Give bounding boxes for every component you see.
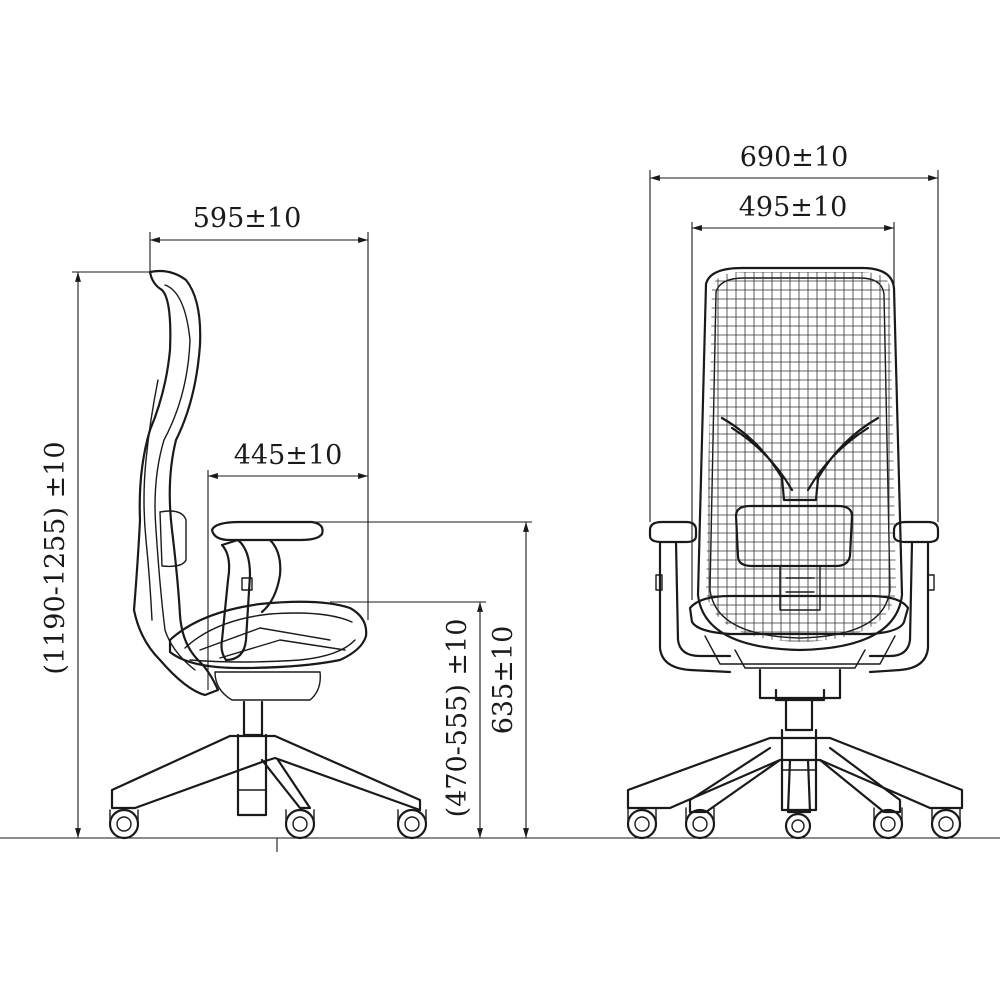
dim-side-total-height: (1190-1255) ±10 [40,441,71,674]
side-armrest-post [220,538,282,662]
front-mechanism [758,668,842,702]
side-backrest-frame [132,269,220,697]
side-armrest-pad [210,520,324,542]
side-seat-frame [184,612,356,663]
front-backrest-inner [709,277,891,639]
side-gas-cylinder [236,700,268,817]
front-armrest-left [648,520,732,674]
front-dimensions: 690±10 495±10 [649,142,939,600]
front-view-chair [626,266,964,840]
front-armrest-right [868,520,940,674]
side-back-mesh-line [143,379,159,621]
side-casters [108,808,428,840]
front-armrest-right-detail [927,574,935,591]
side-seat-cross [199,627,346,659]
dim-front-total-width: 690±10 [740,142,849,173]
front-back-spine [720,416,880,502]
side-backrest-inner [154,284,196,671]
dim-side-seat-height: (470-555) ±10 [442,619,473,818]
front-base-legs-inner [688,746,902,814]
side-view-chair [108,269,428,840]
side-lumbar-pad [159,510,187,568]
front-base [626,736,964,810]
side-base-leg-front [260,758,312,810]
front-seat-frame [704,635,896,669]
front-gas-cylinder [780,698,818,812]
dim-side-arm-height: 635±10 [488,626,519,735]
front-seat [688,594,910,636]
dim-side-seat-depth: 445±10 [234,440,343,471]
side-armrest-detail [241,577,253,591]
dim-front-seat-width: 495±10 [739,192,848,223]
front-back-mesh [706,272,896,642]
side-base [110,734,422,812]
front-lumbar-pad [734,504,854,568]
front-armrest-left-detail [655,574,663,591]
front-backrest-frame [696,266,904,652]
side-dimensions: 595±10 445±10 (1190-1255) ±10 (470-555) … [40,203,532,838]
side-mechanism [214,671,321,701]
front-casters [626,807,962,840]
dim-side-depth: 595±10 [193,203,302,234]
side-seat [168,600,368,670]
front-lumbar-stem [779,565,821,611]
